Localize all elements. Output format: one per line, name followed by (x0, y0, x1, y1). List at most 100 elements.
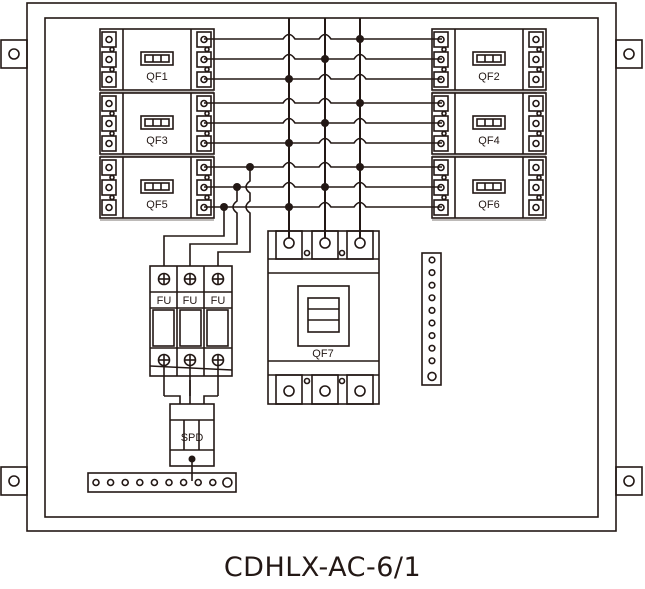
mounting-ear-top-left (0, 39, 28, 69)
ground-terminal (222, 477, 233, 488)
breaker-label: QF5 (146, 199, 167, 211)
terminal (433, 31, 449, 48)
breaker-switch (472, 179, 506, 194)
terminal (528, 95, 544, 112)
terminal (433, 51, 449, 68)
fuse-2: FU (179, 266, 205, 376)
terminal-bars (87, 252, 442, 493)
ground-terminal (92, 478, 100, 487)
breaker-label: QF1 (146, 71, 167, 83)
terminal (196, 31, 212, 48)
terminal (196, 115, 212, 132)
breaker-qf4: QF4 (431, 92, 547, 157)
mounting-ear-top-right (615, 39, 643, 69)
mounting-ear-bottom-left (0, 466, 28, 496)
ground-terminal (194, 478, 202, 487)
branch-wire (204, 161, 442, 168)
neutral-bar (421, 252, 442, 386)
terminal (101, 71, 117, 88)
breaker-switch (140, 115, 174, 130)
ground-bar (87, 472, 237, 493)
breaker-qf6: QF6 (431, 156, 547, 221)
breaker-label: QF6 (478, 199, 499, 211)
breaker-switch (472, 51, 506, 66)
spd-feed-wire (203, 395, 218, 404)
terminal (433, 179, 449, 196)
terminal (433, 71, 449, 88)
fuse-2-label: FU (183, 295, 198, 307)
breaker-qf1: QF1 (99, 28, 215, 93)
ground-terminal (150, 478, 159, 487)
terminal (528, 199, 544, 216)
neutral-terminal (428, 357, 436, 365)
terminal (101, 135, 117, 152)
terminal (528, 71, 544, 88)
terminal (528, 115, 544, 132)
terminal (196, 179, 212, 196)
neutral-terminal (428, 306, 436, 315)
terminal (196, 95, 212, 112)
fuse-3: FU (206, 272, 229, 367)
mounting-ear-bottom-right (615, 466, 643, 496)
ground-terminal (121, 478, 129, 487)
ground-terminal (165, 478, 173, 487)
terminal (528, 31, 544, 48)
fuse-1: FU (152, 266, 178, 376)
terminal (101, 179, 117, 196)
branch-wire (204, 201, 442, 208)
breaker-label: QF2 (478, 71, 499, 83)
ground-terminal (179, 478, 188, 487)
neutral-terminal (427, 371, 437, 382)
terminal (528, 179, 544, 196)
terminal (196, 71, 212, 88)
neutral-terminal (428, 294, 436, 302)
terminal (101, 115, 117, 132)
ground-terminal (136, 478, 144, 487)
breaker-switch (140, 179, 174, 194)
main-breaker-qf7: QF7 (267, 230, 380, 405)
fuse-3-label: FU (211, 295, 226, 307)
terminal (433, 199, 449, 216)
fuse-feed-wire (189, 187, 238, 266)
neutral-terminal (428, 269, 436, 277)
neutral-terminal (428, 344, 436, 352)
breaker-label: QF3 (146, 135, 167, 147)
breaker-switch (140, 51, 174, 66)
terminal (433, 159, 449, 176)
terminal (101, 199, 117, 216)
ground-terminal (106, 478, 115, 487)
enclosure (0, 2, 643, 532)
breaker-qf3: QF3 (99, 92, 215, 157)
qf7-label: QF7 (312, 348, 333, 360)
branch-wire (204, 97, 442, 104)
neutral-terminal (428, 332, 436, 340)
terminal (196, 199, 212, 216)
branch-wire (204, 33, 442, 40)
fuse-1-label: FU (157, 295, 172, 307)
breaker-label: QF4 (478, 135, 499, 147)
terminal (196, 51, 212, 68)
fuse-feed-wire (163, 207, 225, 266)
ground-terminal (209, 478, 217, 487)
terminal (528, 159, 544, 176)
neutral-terminal (428, 319, 436, 327)
breaker-qf2: QF2 (431, 28, 547, 93)
terminal (433, 135, 449, 152)
terminal (101, 31, 117, 48)
busbars (288, 18, 361, 238)
terminal (528, 135, 544, 152)
neutral-terminal (428, 281, 436, 289)
model-number: CDHLX-AC-6/1 (223, 552, 422, 583)
terminal (528, 51, 544, 68)
fuse-holders: FU FU FU (149, 265, 233, 377)
terminal (196, 159, 212, 176)
fuse-feed-wire (217, 167, 251, 266)
terminal (101, 51, 117, 68)
breaker-switch (472, 115, 506, 130)
breaker-qf5: QF5 (99, 156, 215, 221)
neutral-terminal (428, 256, 436, 264)
branch-wire (204, 73, 442, 80)
terminal (433, 95, 449, 112)
